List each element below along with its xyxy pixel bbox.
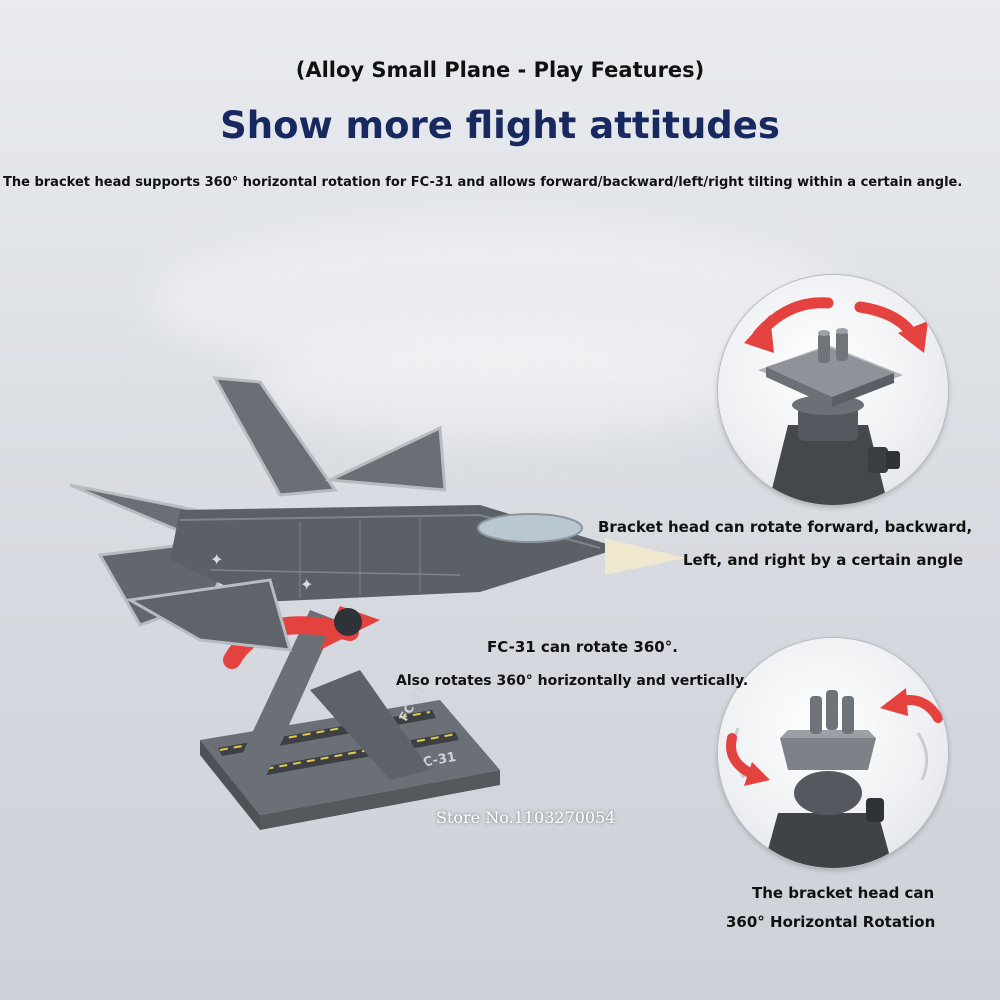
stand-arm bbox=[230, 610, 336, 790]
rotate-label-line1: FC-31 can rotate 360°. bbox=[487, 638, 678, 656]
store-watermark: Store No.1103270054 bbox=[436, 808, 616, 827]
ball-joint bbox=[334, 608, 362, 636]
horizontal-label-line2: 360° Horizontal Rotation bbox=[726, 913, 936, 931]
cloud-haze bbox=[250, 330, 750, 440]
tilt-detail-circle bbox=[718, 275, 948, 505]
svg-text:✦: ✦ bbox=[300, 575, 313, 594]
tilt-label-line2: Left, and right by a certain angle bbox=[683, 551, 964, 569]
page-title: Show more flight attitudes bbox=[220, 104, 780, 147]
subtitle: (Alloy Small Plane - Play Features) bbox=[295, 58, 705, 82]
rotate-label-line2: Also rotates 360° horizontally and verti… bbox=[396, 673, 749, 689]
rotate-detail-circle bbox=[718, 638, 948, 868]
fc31-plane: ✦ ✦ bbox=[69, 376, 685, 652]
horizontal-label-line1: The bracket head can bbox=[752, 884, 935, 902]
tilt-head-illustration bbox=[744, 297, 928, 505]
stand-arm bbox=[310, 670, 430, 780]
rotate-head-illustration bbox=[726, 688, 943, 868]
fc31-model-illustration: FC-31 FC-31 ✦ ✦ bbox=[69, 376, 685, 830]
svg-text:✦: ✦ bbox=[210, 550, 223, 569]
tilt-label-line1: Bracket head can rotate forward, backwar… bbox=[598, 518, 973, 536]
description: The bracket head supports 360° horizonta… bbox=[3, 175, 963, 190]
